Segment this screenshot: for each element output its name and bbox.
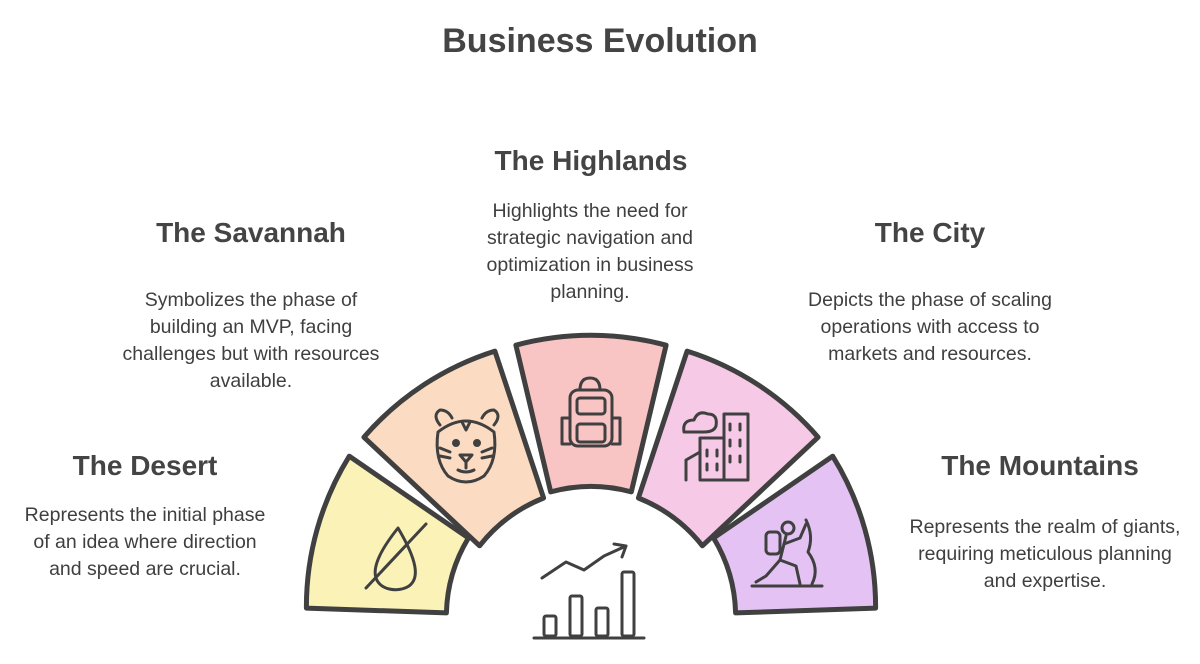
climber-icon — [750, 518, 824, 588]
compass-slash-icon — [364, 522, 428, 592]
tiger-icon — [434, 408, 500, 484]
growth-chart-icon — [532, 542, 646, 640]
stage-desc-mountains: Represents the realm of giants, requirin… — [909, 516, 1181, 592]
stage-title-mountains: The Mountains — [941, 450, 1139, 481]
segment-desert — [303, 453, 471, 616]
stage-desc-highlands: Highlights the need for strategic naviga… — [486, 200, 694, 303]
stage-title-savannah: The Savannah — [156, 217, 346, 248]
segment-mountains — [711, 453, 879, 616]
segment-savannah — [361, 348, 547, 549]
stage-desc-desert: Represents the initial phase of an idea … — [24, 504, 266, 580]
backpack-icon — [560, 376, 622, 448]
segment-city — [635, 348, 821, 549]
diagram-title: Business Evolution — [442, 22, 758, 60]
stage-title-desert: The Desert — [72, 450, 218, 481]
stage-desc-savannah: Symbolizes the phase of building an MVP,… — [122, 289, 380, 392]
city-icon — [682, 411, 750, 482]
stage-title-highlands: The Highlands — [494, 145, 688, 176]
stage-desc-city: Depicts the phase of scaling operations … — [808, 289, 1052, 365]
stage-title-city: The City — [874, 217, 986, 248]
